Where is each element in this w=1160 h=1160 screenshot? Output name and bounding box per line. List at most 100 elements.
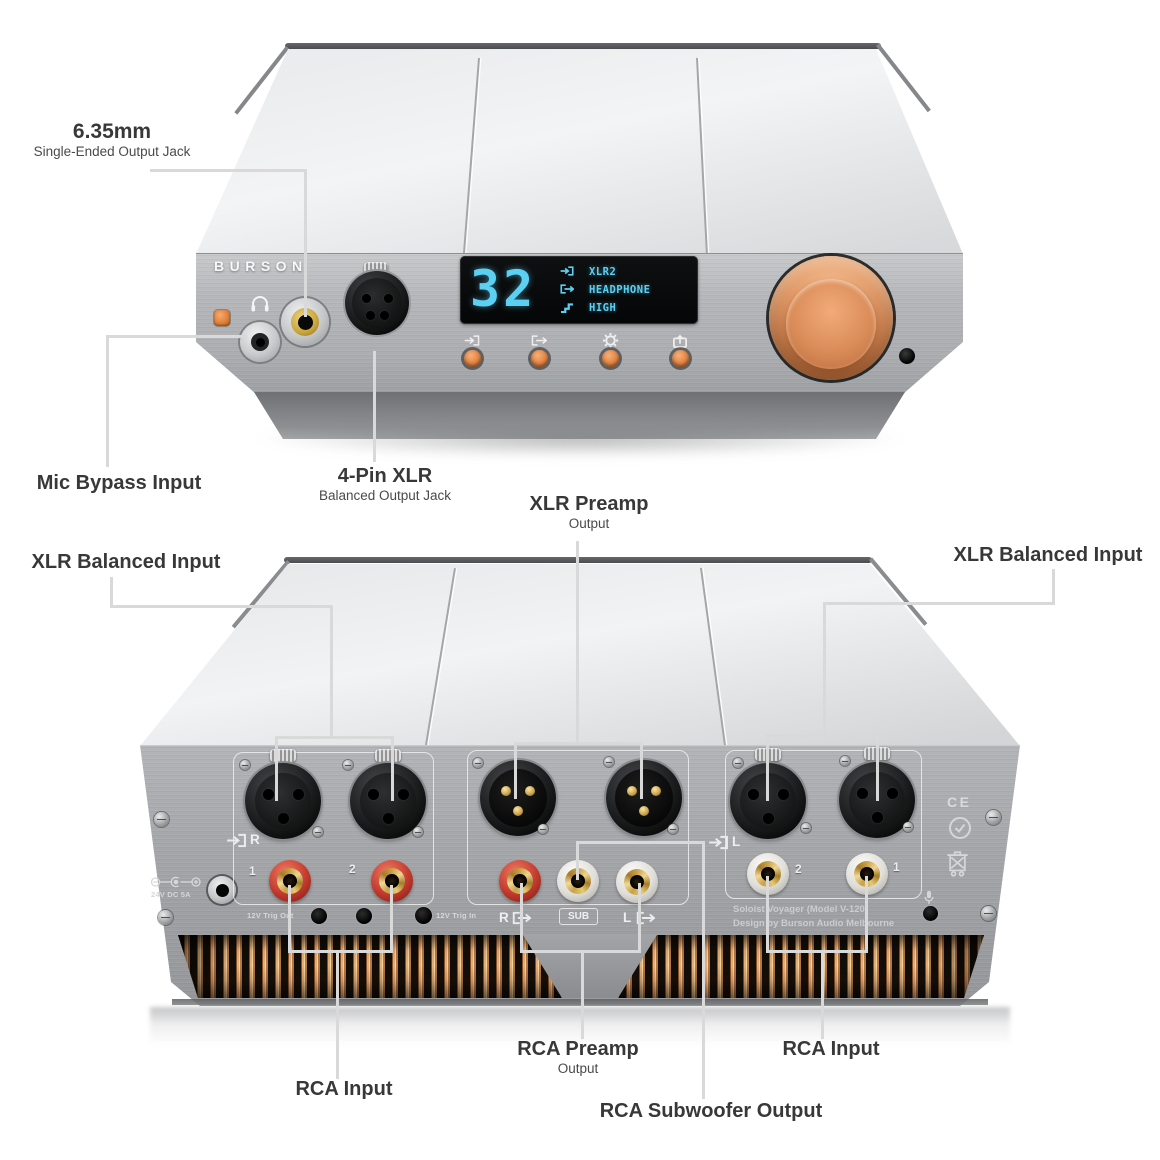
rcm-mark xyxy=(949,817,971,839)
leader-line xyxy=(520,883,523,952)
leader-line xyxy=(638,883,641,952)
leader-line xyxy=(766,734,879,737)
output-icon xyxy=(560,284,574,294)
output-button xyxy=(531,350,548,367)
trig-jack xyxy=(356,908,372,924)
l-channel-input-group xyxy=(725,750,922,899)
xlr-screw xyxy=(604,757,614,767)
front-top-edge xyxy=(285,43,881,49)
trig-jack xyxy=(415,907,432,924)
label-xlr-input-left: XLR Balanced Input xyxy=(20,550,232,574)
sub-label: SUB xyxy=(559,908,598,925)
ir-sensor xyxy=(899,348,915,364)
label-rca-preamp: RCA Preamp Output xyxy=(478,1037,678,1078)
label-mic-bypass: Mic Bypass Input xyxy=(14,471,224,495)
rca-input-r2 xyxy=(371,860,413,902)
label-title: 4-Pin XLR xyxy=(337,465,433,487)
leader-line xyxy=(106,335,109,467)
leader-line xyxy=(1052,569,1055,605)
display-output-value: HEADPHONE xyxy=(589,284,651,296)
xlr-screw xyxy=(240,760,250,770)
headphone-icon xyxy=(251,296,269,312)
jack-number: 1 xyxy=(893,860,900,874)
label-rca-input-left: RCA Input xyxy=(244,1077,444,1101)
leader-line xyxy=(520,950,641,953)
r-channel-input-group xyxy=(233,752,434,905)
label-title: RCA Subwoofer Output xyxy=(599,1100,823,1122)
output-select-icon xyxy=(531,335,547,346)
label-title: RCA Input xyxy=(295,1078,393,1100)
label-se-output: 6.35mm Single-Ended Output Jack xyxy=(8,119,216,161)
label-title: XLR Balanced Input xyxy=(31,551,221,573)
xlr-screw xyxy=(313,827,323,837)
ce-mark: CE xyxy=(947,794,972,810)
leader-line xyxy=(110,605,333,608)
leader-line xyxy=(110,577,113,608)
xlr-screw xyxy=(903,822,913,832)
display-input-value: XLR2 xyxy=(589,266,617,278)
input-arrow-icon xyxy=(709,835,728,850)
rear-reflection xyxy=(150,1007,1010,1053)
leader-line xyxy=(576,842,579,880)
xlr-preamp-out-l xyxy=(606,760,682,836)
input-select-icon xyxy=(464,335,480,346)
leader-line xyxy=(640,742,643,799)
power-led xyxy=(214,310,230,326)
volume-readout: 32 xyxy=(470,260,537,318)
leader-line xyxy=(336,950,339,1079)
xlr-screw xyxy=(668,824,678,834)
label-title: XLR Preamp xyxy=(529,493,649,515)
panel-screw xyxy=(158,910,173,925)
leader-line xyxy=(576,841,705,844)
front-top-face xyxy=(196,49,963,254)
jack-number: 1 xyxy=(249,864,256,878)
label-subtitle: Single-Ended Output Jack xyxy=(33,144,191,160)
display-mode-icon xyxy=(673,334,687,348)
mic-bypass-jack xyxy=(240,322,280,362)
leader-line xyxy=(288,885,291,952)
xlr-latch xyxy=(270,749,296,762)
leader-line xyxy=(821,950,824,1039)
leader-line xyxy=(275,736,278,801)
display-button xyxy=(672,350,689,367)
leader-line xyxy=(373,351,376,462)
channel-label-l: L xyxy=(732,834,741,849)
leader-line xyxy=(275,736,394,739)
brand-logo: BURSON xyxy=(214,258,308,274)
rca-preamp-out-r xyxy=(499,860,541,902)
output-arrow-icon xyxy=(512,911,531,925)
leader-line xyxy=(766,876,769,952)
xlr-screw xyxy=(473,758,483,768)
panel-screw xyxy=(154,812,169,827)
preamp-output-group xyxy=(467,750,689,905)
rear-top-face xyxy=(140,564,1020,746)
input-button xyxy=(464,350,481,367)
display-gain-value: HIGH xyxy=(589,302,617,314)
power-rating: 24V DC 5A xyxy=(151,890,191,899)
label-xlr-input-right: XLR Balanced Input xyxy=(942,543,1154,567)
weee-bin-icon xyxy=(947,851,968,877)
top-groove xyxy=(700,567,727,746)
label-title: XLR Balanced Input xyxy=(953,544,1143,566)
leader-line xyxy=(865,876,868,952)
dc-polarity-icon xyxy=(150,876,201,888)
xlr-screw xyxy=(343,760,353,770)
label-title: RCA Preamp xyxy=(517,1038,639,1060)
rca-preamp-out-l xyxy=(616,861,658,903)
leader-line xyxy=(702,841,705,1099)
xlr-preamp-out-r xyxy=(480,760,556,836)
leader-line xyxy=(766,734,769,801)
xlr-latch xyxy=(375,749,401,762)
input-icon xyxy=(560,266,574,276)
label-rca-subwoofer: RCA Subwoofer Output xyxy=(581,1099,841,1123)
input-arrow-icon xyxy=(227,833,246,848)
leader-line xyxy=(150,169,307,172)
settings-button xyxy=(602,350,619,367)
xlr-input-r1 xyxy=(245,763,321,839)
jack-number: 2 xyxy=(795,862,802,876)
leader-line xyxy=(390,885,393,952)
model-text: Soloist Voyager (Model V-120) xyxy=(733,904,868,915)
label-title: RCA Input xyxy=(782,1038,880,1060)
panel-screw xyxy=(986,810,1001,825)
